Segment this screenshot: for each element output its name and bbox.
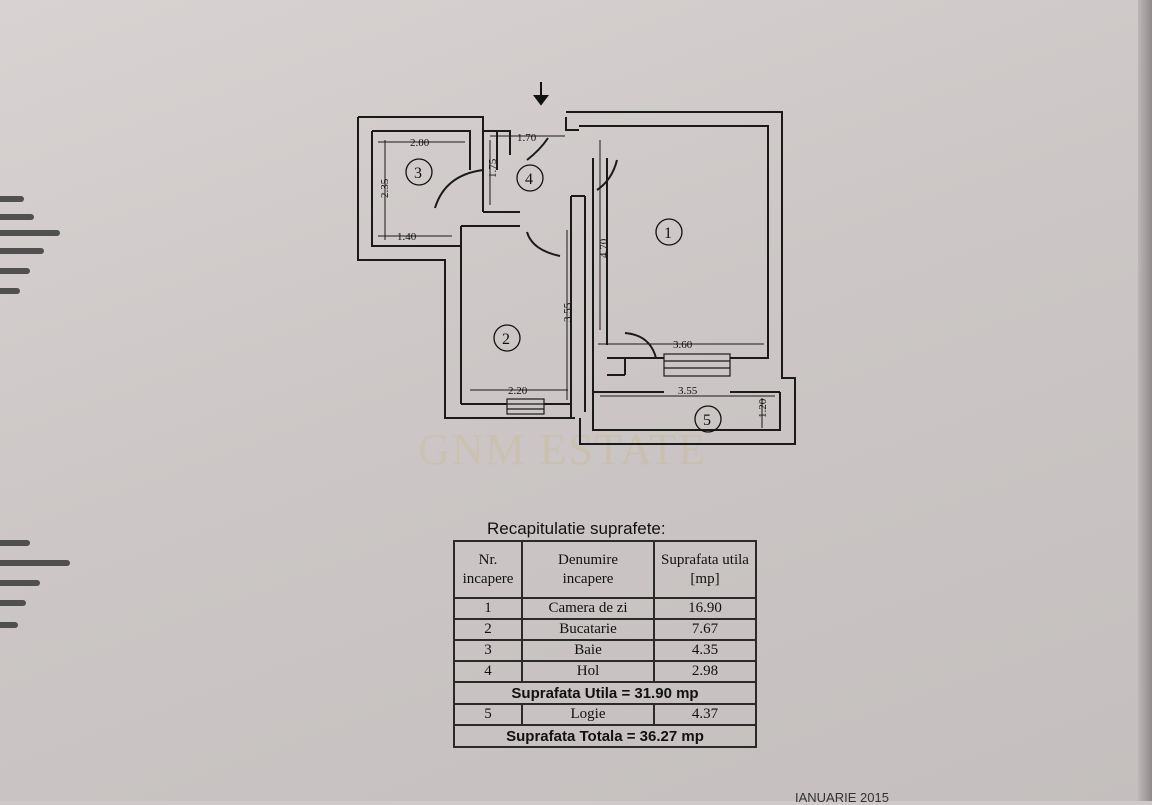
row-area: 4.35 — [653, 639, 757, 662]
dim-living-width: 3.60 — [673, 339, 693, 351]
header-nr: Nr. incapere — [453, 540, 523, 599]
area-summary-table: Nr. incapere Denumire incapere Suprafata… — [453, 540, 757, 748]
down-arrow-icon — [533, 82, 549, 106]
row-name: Logie — [521, 703, 655, 726]
useful-total-row: Suprafata Utila = 31.90 mp — [453, 681, 757, 705]
partition-wall-2 — [592, 158, 608, 375]
header-area: Suprafata utila [mp] — [653, 540, 757, 599]
bath-walls-inner — [371, 130, 471, 247]
header-name-line2: incapere — [562, 570, 614, 587]
scanner-mark — [0, 214, 34, 220]
scanner-mark — [0, 248, 44, 254]
dim-hall-width: 1.70 — [517, 132, 537, 144]
loggia-wall — [593, 374, 780, 393]
scanner-mark — [0, 540, 30, 546]
table-row: 2 Bucatarie 7.67 — [453, 618, 757, 641]
header-nr-line1: Nr. — [478, 551, 498, 568]
room-number-4: 4 — [525, 171, 533, 188]
scanner-mark — [0, 196, 24, 202]
summary-title: Recapitulatie suprafete: — [487, 519, 666, 538]
grand-total-row: Suprafata Totala = 36.27 mp — [453, 724, 757, 748]
bath-walls — [357, 116, 575, 419]
dim-loggia-height: 1.20 — [757, 398, 769, 418]
bath-kitchen-wall — [460, 211, 520, 404]
scanner-mark — [0, 622, 18, 628]
header-name: Denumire incapere — [521, 540, 655, 599]
living-outer-wall — [566, 111, 796, 445]
table-row: 3 Baie 4.35 — [453, 639, 757, 662]
row-name: Camera de zi — [521, 597, 655, 620]
scanner-mark — [0, 560, 70, 566]
scanner-mark — [0, 600, 26, 606]
hall-wall — [483, 130, 511, 170]
scanner-mark — [0, 268, 30, 274]
header-name-line1: Denumire — [558, 551, 618, 568]
row-area: 16.90 — [653, 597, 757, 620]
dim-kitchen-width: 2.20 — [508, 385, 528, 397]
scanner-mark — [0, 288, 20, 294]
header-area-line2: [mp] — [690, 570, 720, 587]
dim-hall-height: 1.75 — [487, 158, 499, 178]
kitchen-window — [506, 398, 545, 415]
row-area: 4.37 — [653, 703, 757, 726]
useful-total: Suprafata Utila = 31.90 mp — [453, 681, 757, 705]
dim-bath-width: 2.00 — [410, 137, 430, 149]
living-door — [596, 159, 618, 191]
row-name: Hol — [521, 660, 655, 683]
dim-living-height: 4.70 — [598, 238, 610, 258]
watermark: GNM ESTATE — [418, 425, 708, 474]
grand-total: Suprafata Totala = 36.27 mp — [453, 724, 757, 748]
dim-bath-height: 2.35 — [379, 178, 391, 198]
scanner-mark — [0, 580, 40, 586]
footer-date: IANUARIE 2015 — [795, 790, 889, 805]
row-nr: 2 — [453, 618, 523, 641]
table-row: 5 Logie 4.37 — [453, 703, 757, 726]
table-row: 1 Camera de zi 16.90 — [453, 597, 757, 620]
row-nr: 1 — [453, 597, 523, 620]
row-nr: 3 — [453, 639, 523, 662]
bath-door — [434, 169, 484, 209]
room-number-3: 3 — [414, 165, 422, 182]
row-name: Baie — [521, 639, 655, 662]
paper-edge — [1138, 0, 1152, 801]
hall-wall-2 — [565, 117, 579, 131]
row-name: Bucatarie — [521, 618, 655, 641]
room-number-2: 2 — [502, 331, 510, 348]
hall-door — [526, 137, 549, 161]
scanner-mark — [0, 230, 60, 236]
dim-kitchen-height: 3.55 — [562, 302, 574, 322]
row-nr: 5 — [453, 703, 523, 726]
table-row: 4 Hol 2.98 — [453, 660, 757, 683]
loggia-door — [624, 332, 657, 359]
header-nr-line2: incapere — [462, 570, 514, 587]
living-inner-wall — [579, 125, 769, 359]
room-number-1: 1 — [664, 225, 672, 242]
room-number-5: 5 — [703, 412, 711, 429]
dim-bath-bottom: 1.40 — [397, 231, 417, 243]
row-nr: 4 — [453, 660, 523, 683]
row-area: 7.67 — [653, 618, 757, 641]
kitchen-door — [526, 231, 561, 257]
dim-loggia-width: 3.55 — [678, 385, 698, 397]
row-area: 2.98 — [653, 660, 757, 683]
header-area-line1: Suprafata utila — [661, 551, 749, 568]
loggia-inner — [592, 358, 781, 431]
living-window — [663, 353, 731, 377]
partition-wall — [570, 195, 586, 418]
